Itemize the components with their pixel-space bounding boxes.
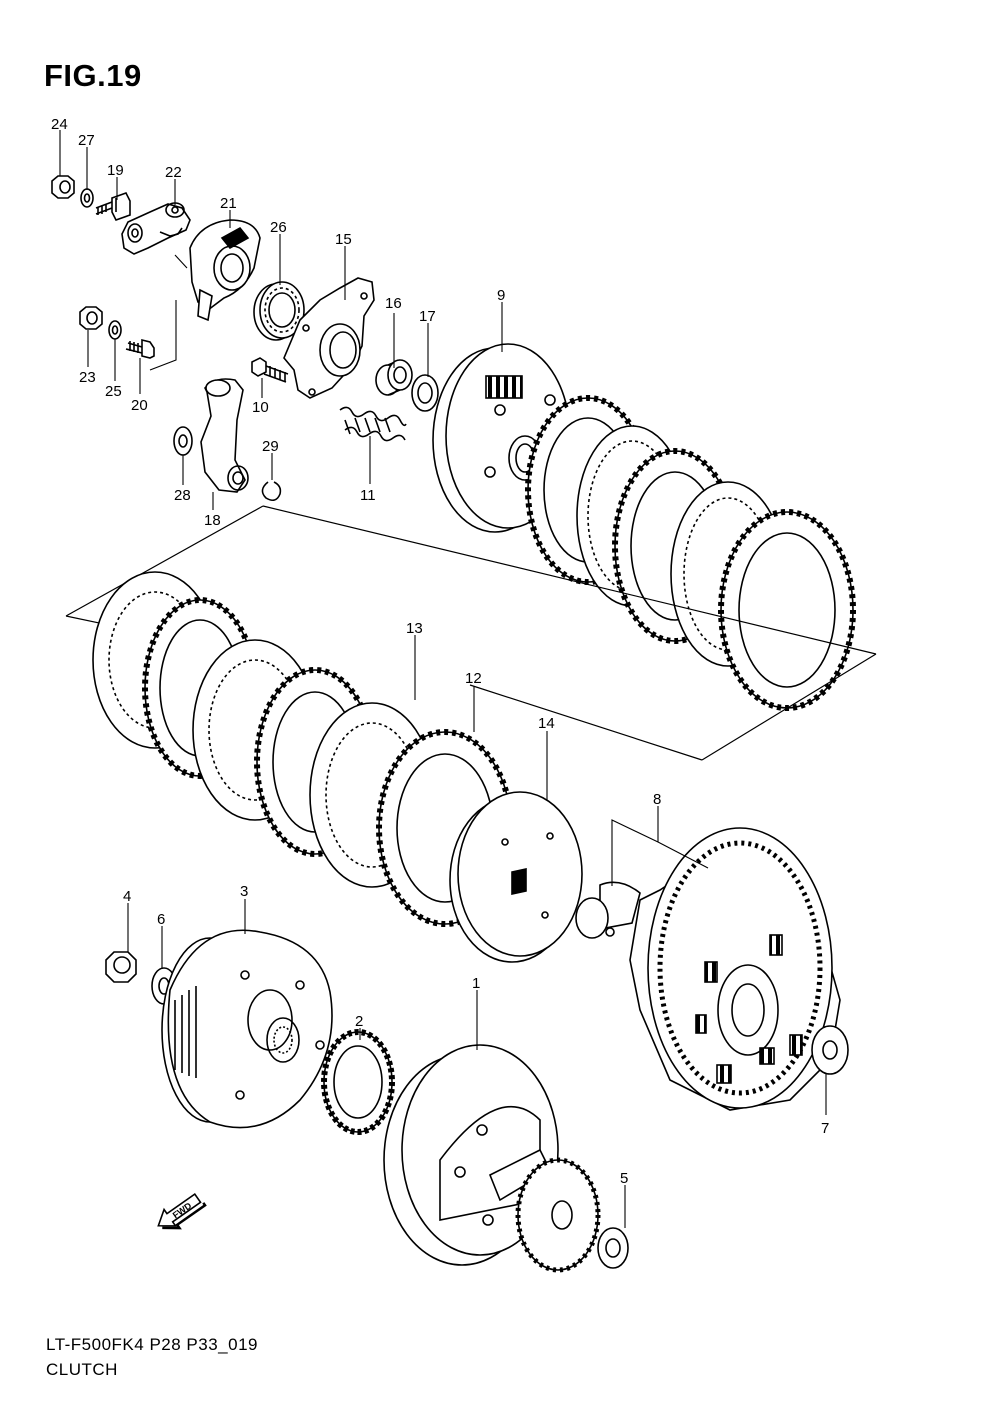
part-28-washer	[173, 426, 193, 456]
part-2-one-way-clutch	[321, 1029, 395, 1135]
part-29-circlip	[261, 481, 282, 502]
callout-26: 26	[270, 219, 287, 236]
upper-plate-stack	[525, 395, 856, 711]
part-21-bracket	[189, 219, 261, 322]
callout-11: 11	[360, 487, 376, 504]
part-10-bolt	[251, 357, 289, 383]
callout-15: 15	[335, 231, 352, 248]
callout-29: 29	[262, 438, 279, 455]
part-5-washer	[597, 1227, 629, 1269]
leader-lines	[59, 130, 827, 1228]
callout-21: 21	[220, 195, 237, 212]
callout-5: 5	[620, 1170, 628, 1187]
callout-8: 8	[653, 791, 661, 808]
part-24-nut	[51, 175, 75, 199]
part-18-release-arm	[200, 378, 249, 493]
part-17-washer	[411, 374, 439, 412]
part-7-washer	[811, 1025, 849, 1075]
part-3-centrifugal-clutch	[161, 929, 333, 1129]
callout-13: 13	[406, 620, 423, 637]
part-27-washer	[80, 188, 94, 208]
callout-14: 14	[538, 715, 555, 732]
callout-1: 1	[472, 975, 480, 992]
callout-17: 17	[419, 308, 436, 325]
part-11-springs	[339, 406, 407, 442]
part-26-bearing	[253, 281, 305, 341]
figure-title: FIG.19	[44, 58, 142, 93]
part-8-clutch-housing	[575, 827, 841, 1111]
part-25-washer	[108, 320, 122, 340]
callout-4: 4	[123, 888, 131, 905]
callout-23: 23	[79, 369, 96, 386]
callout-25: 25	[105, 383, 122, 400]
callout-27: 27	[78, 132, 95, 149]
callout-28: 28	[174, 487, 191, 504]
callout-2: 2	[355, 1013, 363, 1030]
part-15-release-plate	[283, 277, 375, 399]
callout-18: 18	[204, 512, 221, 529]
callout-12: 12	[465, 670, 482, 687]
part-22-link	[121, 202, 191, 255]
callout-10: 10	[252, 399, 269, 416]
part-4-nut	[105, 951, 137, 983]
callout-6: 6	[157, 911, 165, 928]
part-20-bolt	[125, 338, 155, 359]
part-19-bolt	[95, 192, 131, 221]
callout-3: 3	[240, 883, 248, 900]
footer-section-name: CLUTCH	[46, 1360, 118, 1379]
footer-model-code: LT-F500FK4 P28 P33_019	[46, 1335, 258, 1354]
callout-19: 19	[107, 162, 124, 179]
part-1-primary-drum	[383, 1044, 601, 1273]
part-23-nut	[79, 306, 103, 330]
fwd-arrow-icon: FWD	[157, 1193, 207, 1230]
callout-20: 20	[131, 397, 148, 414]
part-14-disc	[449, 791, 583, 963]
callout-16: 16	[385, 295, 402, 312]
callout-9: 9	[497, 287, 505, 304]
callout-24: 24	[51, 116, 68, 133]
callout-numbers: 24 27 19 22 21 26 15 16 17 9 23 25 20 10…	[51, 116, 829, 1187]
callout-22: 22	[165, 164, 182, 181]
callout-7: 7	[821, 1120, 829, 1137]
lower-plate-stack	[92, 571, 514, 927]
